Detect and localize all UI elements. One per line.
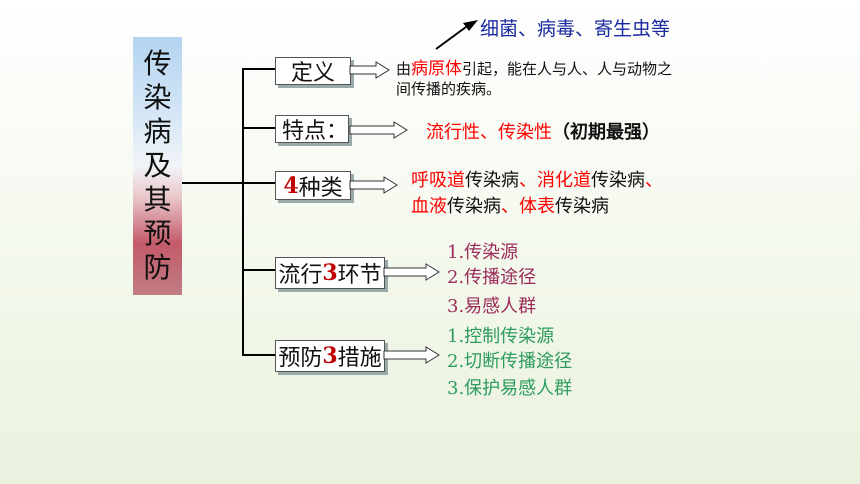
types-segment: 传染病 xyxy=(591,170,645,191)
definition-box: 定义 xyxy=(275,57,351,86)
links-label-post: 环节 xyxy=(337,263,382,288)
links-item-1: 1.传染源 xyxy=(447,242,519,263)
definition-highlight: 病原体 xyxy=(411,59,463,79)
types-segment: 、 xyxy=(501,196,519,217)
title-char: 病 xyxy=(143,115,172,148)
definition-suffix: 引起，能在人与人、人与动物之 xyxy=(462,60,673,78)
branch-features xyxy=(242,127,275,129)
title-char: 预 xyxy=(143,217,172,250)
definition-arrow-icon xyxy=(349,61,390,79)
types-label-text: 种类 xyxy=(298,175,343,201)
prevention-item-3: 3.保护易感人群 xyxy=(447,378,573,399)
types-label-number: 4 xyxy=(283,172,299,199)
types-segment: 、 xyxy=(645,170,663,191)
branch-links xyxy=(242,269,275,271)
types-segment: 消化道 xyxy=(537,170,591,191)
pathogen-pointer-icon xyxy=(435,20,478,50)
types-segment: 、 xyxy=(519,170,537,191)
types-segment: 血液 xyxy=(411,196,447,217)
features-box: 特点： xyxy=(275,115,349,144)
prevention-item-1: 1.控制传染源 xyxy=(447,326,555,347)
features-text: 流行性、传染性（初期最强） xyxy=(426,118,660,144)
prevention-arrow-icon xyxy=(383,346,440,364)
prevention-item-2: 2.切断传播途径 xyxy=(447,351,573,372)
features-red-text: 流行性、传染性 xyxy=(426,122,552,143)
definition-text-line1: 由病原体引起，能在人与人、人与动物之 xyxy=(396,54,672,79)
links-item-3: 3.易感人群 xyxy=(447,296,537,317)
definition-label: 定义 xyxy=(290,61,335,86)
title-char: 防 xyxy=(143,251,172,284)
pathogen-examples: 细菌、病毒、寄生虫等 xyxy=(480,18,671,40)
definition-prefix: 由 xyxy=(396,60,412,78)
title-char: 传 xyxy=(143,47,172,80)
links-arrow-icon xyxy=(383,263,440,281)
branch-prevention xyxy=(242,354,275,356)
links-label-number: 3 xyxy=(322,260,338,286)
features-note: （初期最强） xyxy=(552,122,660,143)
types-segment: 传染病 xyxy=(555,196,609,217)
title-char: 及 xyxy=(143,149,172,182)
trunk-line xyxy=(242,68,244,356)
definition-text-line2: 间传播的疾病。 xyxy=(396,80,502,98)
branch-types xyxy=(242,182,275,184)
title-char: 染 xyxy=(143,81,172,114)
branch-definition xyxy=(242,68,275,70)
title-connector xyxy=(182,182,243,184)
types-segment: 呼吸道 xyxy=(411,170,465,191)
types-row-1: 呼吸道传染病、消化道传染病、 xyxy=(411,166,663,192)
features-label: 特点： xyxy=(282,119,349,144)
prevention-label-pre: 预防 xyxy=(278,346,323,371)
title-char: 其 xyxy=(143,183,172,216)
prevention-label-number: 3 xyxy=(322,343,338,369)
types-segment: 传染病 xyxy=(447,196,501,217)
types-row-2: 血液传染病、体表传染病 xyxy=(411,192,609,218)
types-segment: 体表 xyxy=(519,196,555,217)
types-segment: 传染病 xyxy=(465,170,519,191)
prevention-label-post: 措施 xyxy=(337,346,382,371)
features-arrow-icon xyxy=(349,121,408,139)
links-item-2: 2.传播途径 xyxy=(447,267,537,288)
links-label-pre: 流行 xyxy=(278,263,323,288)
diagram-title: 传染病及其预防 xyxy=(133,37,182,295)
types-arrow-icon xyxy=(349,176,398,194)
